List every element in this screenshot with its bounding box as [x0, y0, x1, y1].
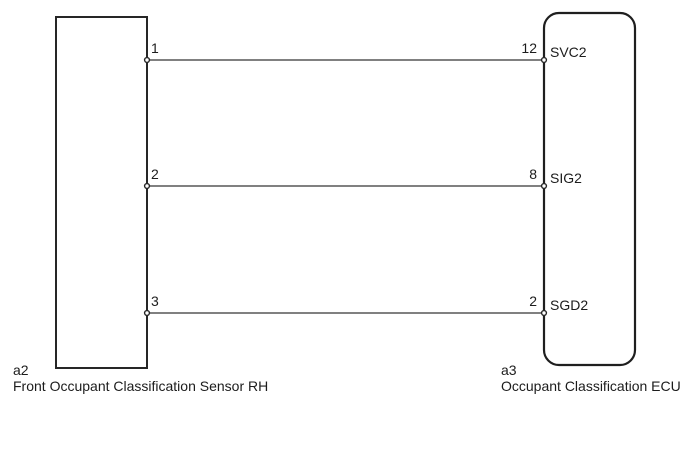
terminal-sensor-pin3 — [143, 309, 151, 317]
sensor-caption: a2 Front Occupant Classification Sensor … — [13, 362, 268, 394]
sensor-pin3-number: 3 — [151, 293, 159, 309]
terminal-sensor-pin1 — [143, 56, 151, 64]
ecu-pin2-number: 2 — [529, 293, 537, 309]
ecu-pin12-name: SVC2 — [550, 44, 587, 60]
sensor-ref: a2 — [13, 362, 29, 378]
sensor-box — [55, 16, 148, 369]
ecu-ref: a3 — [501, 362, 517, 378]
ecu-name: Occupant Classification ECU — [501, 378, 681, 394]
terminal-ecu-pin8 — [540, 182, 548, 190]
sensor-pin1-number: 1 — [151, 40, 159, 56]
terminal-ecu-pin12 — [540, 56, 548, 64]
ecu-pin8-name: SIG2 — [550, 170, 582, 186]
ecu-pin2-name: SGD2 — [550, 297, 589, 313]
ecu-pin12-number: 12 — [521, 40, 537, 56]
ecu-caption: a3 Occupant Classification ECU — [501, 362, 681, 394]
sensor-name: Front Occupant Classification Sensor RH — [13, 378, 269, 394]
sensor-pin2-number: 2 — [151, 166, 159, 182]
terminal-sensor-pin2 — [143, 182, 151, 190]
ecu-pin8-number: 8 — [529, 166, 537, 182]
terminal-ecu-pin2 — [540, 309, 548, 317]
